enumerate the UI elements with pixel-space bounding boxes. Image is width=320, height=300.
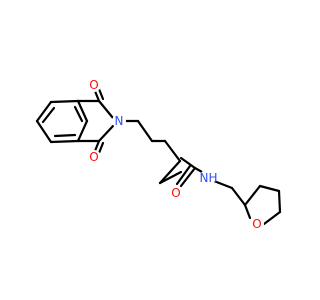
thf-ring [230,184,282,226]
atom-n-imide: N [112,114,126,128]
atom-o-top: O [87,78,101,92]
atom-nh-amide: N H [200,169,218,185]
hydrogen-label: H [208,171,217,185]
nitrogen-label: N [200,171,209,185]
amide-group [175,156,234,190]
alkyl-chain [123,119,183,185]
structure-diagram: O O N O N H O [35,78,282,231]
nitrogen-label: N [115,114,124,128]
oxygen-label: O [89,150,98,164]
benzene-ring [35,99,89,144]
imide-ring [76,87,115,155]
atom-o-bottom: O [87,150,101,164]
atom-o-amide: O [169,186,183,200]
oxygen-label: O [252,217,261,231]
atom-o-ring: O [250,217,264,231]
oxygen-label: O [171,186,180,200]
oxygen-label: O [89,78,98,92]
